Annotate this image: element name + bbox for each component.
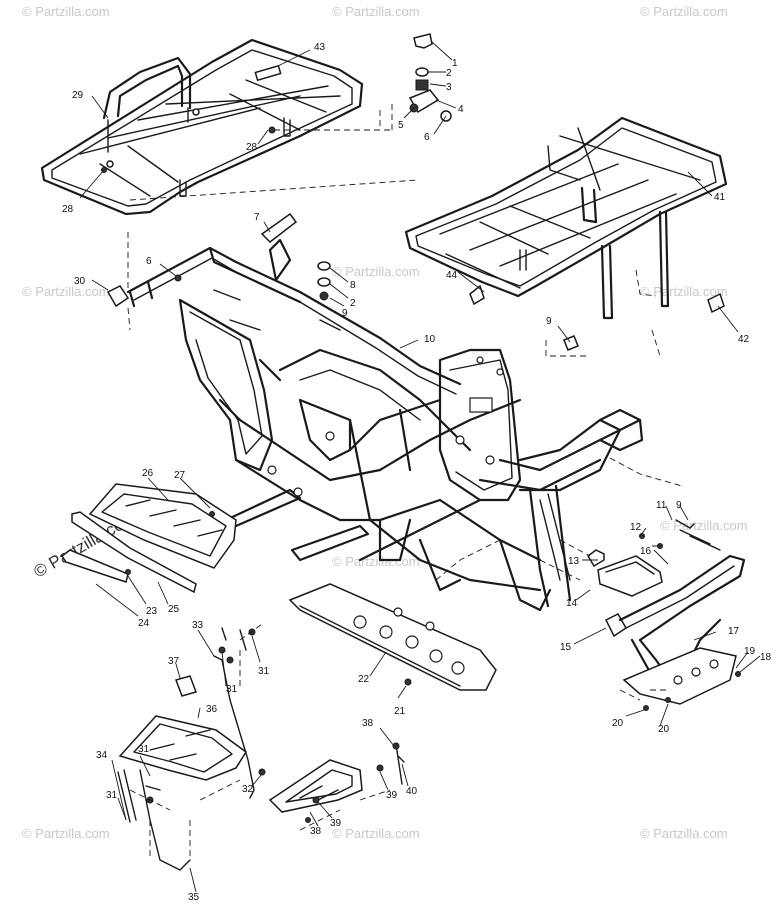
rear-rack — [40, 38, 364, 216]
callout-33: 33 — [192, 620, 204, 631]
callout-23: 23 — [146, 606, 158, 617]
callout-2: 2 — [446, 68, 452, 79]
callout-28: 28 — [62, 204, 74, 215]
leader-lines — [79, 41, 761, 893]
front-rack — [404, 116, 728, 320]
rack-grip-43 — [254, 64, 282, 82]
bolt-1 — [413, 33, 433, 49]
callout-30: 30 — [74, 276, 86, 287]
callout-31: 31 — [138, 744, 150, 755]
washer-2 — [415, 67, 429, 77]
callout-8: 8 — [350, 280, 356, 291]
bolt-44 — [469, 284, 485, 306]
callout-6: 6 — [146, 256, 152, 267]
callout-43: 43 — [314, 42, 326, 53]
callout-31: 31 — [258, 666, 270, 677]
callout-38: 38 — [310, 826, 322, 837]
callout-22: 22 — [358, 674, 370, 685]
watermark: © Partzilla.com — [332, 4, 420, 19]
callout-1: 1 — [452, 58, 458, 69]
callout-16: 16 — [640, 546, 652, 557]
callout-14: 14 — [566, 598, 578, 609]
callout-7: 7 — [254, 212, 260, 223]
spacer-3 — [415, 79, 429, 91]
callout-26: 26 — [142, 468, 154, 479]
callout-38: 38 — [362, 718, 374, 729]
watermark: © Partzilla.com — [22, 284, 110, 299]
hardware — [101, 33, 741, 823]
callout-9: 9 — [342, 308, 348, 319]
main-frame — [126, 238, 644, 612]
callout-12: 12 — [630, 522, 642, 533]
foot-rest-bracket-left — [224, 488, 302, 528]
callout-9: 9 — [676, 500, 682, 511]
right-footrest — [268, 743, 405, 813]
callout-39: 39 — [330, 818, 342, 829]
callout-15: 15 — [560, 642, 572, 653]
callout-21: 21 — [394, 706, 406, 717]
watermark: © Partzilla.com — [332, 264, 420, 279]
foot-rest-bracket-right — [290, 524, 370, 562]
callout-35: 35 — [188, 892, 200, 903]
callout-18: 18 — [760, 652, 772, 663]
watermark: © Partzilla.com — [22, 826, 110, 841]
callout-19: 19 — [744, 646, 756, 657]
callout-2: 2 — [350, 298, 356, 309]
callout-13: 13 — [568, 556, 580, 567]
watermark: © Partzilla.com — [660, 518, 748, 533]
callout-20: 20 — [612, 718, 624, 729]
callout-44: 44 — [446, 270, 458, 281]
callout-31: 31 — [106, 790, 118, 801]
bolt-42 — [707, 292, 725, 314]
callout-37: 37 — [168, 656, 180, 667]
callout-28: 28 — [246, 142, 258, 153]
callout-17: 17 — [728, 626, 740, 637]
callout-4: 4 — [458, 104, 464, 115]
callout-29: 29 — [72, 90, 84, 101]
callout-36: 36 — [206, 704, 218, 715]
callout-5: 5 — [398, 120, 404, 131]
callout-27: 27 — [174, 470, 186, 481]
callout-10: 10 — [424, 334, 436, 345]
left-footrest — [60, 483, 237, 594]
part-37 — [175, 675, 197, 697]
callout-31: 31 — [226, 684, 238, 695]
bracket-7 — [260, 212, 298, 243]
watermark: © Partzilla.com — [640, 826, 728, 841]
callout-39: 39 — [386, 790, 398, 801]
callout-40: 40 — [406, 786, 418, 797]
watermark: © Partzilla.com — [640, 4, 728, 19]
watermark: © Partzilla.com — [332, 554, 420, 569]
callout-32: 32 — [242, 784, 254, 795]
callout-11: 11 — [656, 500, 667, 511]
callout-6: 6 — [424, 132, 430, 143]
callout-labels: 1 2 3 4 5 6 6 7 8 2 9 9 9 10 11 12 13 14… — [62, 42, 772, 903]
lower-left-footrest — [118, 627, 255, 871]
front-bumper-assembly — [587, 529, 746, 705]
watermark: © Partzilla.com — [22, 4, 110, 19]
callout-25: 25 — [168, 604, 180, 615]
callout-20: 20 — [658, 724, 670, 735]
watermark: © Partzilla.com — [332, 826, 420, 841]
callout-41: 41 — [714, 192, 726, 203]
callout-34: 34 — [96, 750, 108, 761]
callout-42: 42 — [738, 334, 750, 345]
nut-30 — [106, 285, 130, 308]
callout-9: 9 — [546, 316, 552, 327]
skid-plate — [288, 583, 497, 691]
alignment-lines — [127, 104, 683, 860]
callout-24: 24 — [138, 618, 150, 629]
callout-3: 3 — [446, 82, 452, 93]
